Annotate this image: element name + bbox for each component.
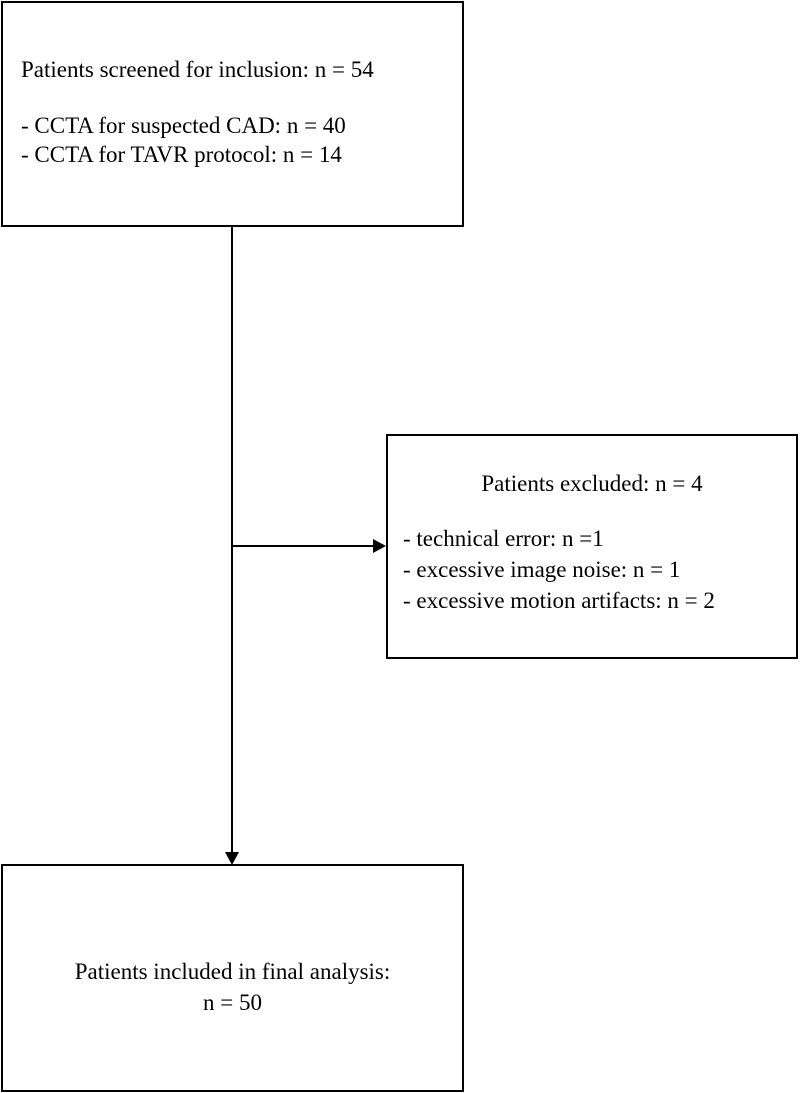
- screened-item-cad: - CCTA for suspected CAD: n = 40: [21, 113, 346, 138]
- excluded-title: Patients excluded: n = 4: [481, 471, 703, 496]
- excluded-box: Patients excluded: n = 4 - technical err…: [386, 434, 798, 659]
- included-count: n = 50: [203, 990, 262, 1015]
- excluded-item-technical-error: - technical error: n =1: [403, 526, 604, 551]
- excluded-item-image-noise: - excessive image noise: n = 1: [403, 557, 681, 582]
- excluded-item-motion-artifacts: - excessive motion artifacts: n = 2: [403, 588, 715, 613]
- screened-title: Patients screened for inclusion: n = 54: [21, 57, 374, 82]
- arrowhead-to-excluded: [373, 539, 386, 553]
- included-title: Patients included in final analysis:: [74, 959, 391, 984]
- screened-box: Patients screened for inclusion: n = 54 …: [1, 1, 464, 227]
- screened-item-tavr: - CCTA for TAVR protocol: n = 14: [21, 142, 342, 167]
- included-box: Patients included in final analysis: n =…: [1, 864, 464, 1092]
